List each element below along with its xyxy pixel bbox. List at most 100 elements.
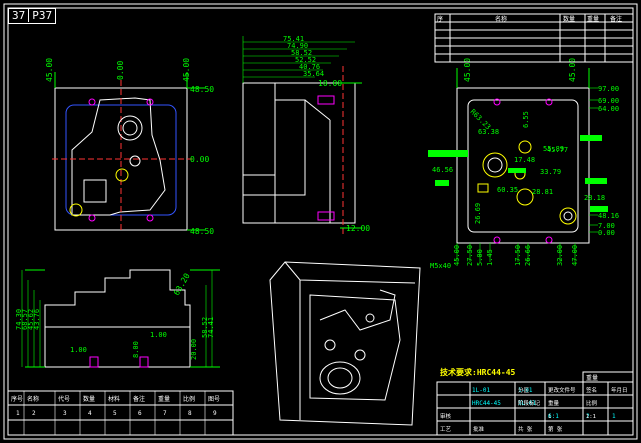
- cv-hole-4: [516, 188, 534, 206]
- sv-dim-label: 35.64: [303, 70, 324, 78]
- cv-flag-5: [508, 168, 526, 173]
- tb-l1: 1L-01: [472, 387, 490, 394]
- tl-dim-rtop: 48.50: [190, 85, 214, 94]
- cv-note-label: 28.18: [584, 194, 605, 202]
- btr-header: 序号: [11, 395, 23, 403]
- btr-header: 数量: [83, 395, 95, 403]
- btr-cell: 1: [16, 410, 20, 417]
- cv-hole-5-inner: [563, 211, 573, 221]
- cv-flag-2: [435, 180, 449, 186]
- cv-dim-label-bottom: 45.00: [453, 245, 461, 266]
- btr-cell: 7: [163, 410, 167, 417]
- tb-l2: 1-01: [518, 387, 533, 394]
- tb-cell: 第 张: [548, 425, 563, 433]
- tb-cell: 比例: [586, 399, 598, 407]
- tb-cell: 年月日: [611, 386, 628, 394]
- outer-border: [3, 3, 638, 440]
- tl-dim-left: 45.00: [45, 58, 54, 82]
- cv-note-label: 63.38: [478, 128, 499, 136]
- cv-flag-4: [580, 135, 602, 141]
- cv-dim-label-bottom: 32.00: [556, 245, 564, 266]
- cv-flag-6: [590, 206, 608, 212]
- btr-cell: 9: [213, 410, 217, 417]
- tb-cell: 阶段标记: [518, 399, 541, 407]
- trt-head-4: 备注: [610, 15, 622, 23]
- top-right-table: 序 名称 数量 重量 备注: [434, 13, 634, 63]
- trt-head-0: 序: [437, 15, 443, 23]
- sv-inner: [274, 99, 306, 196]
- tl-dim-rbot: 48.50: [190, 227, 214, 236]
- cv-pocket: [477, 183, 489, 193]
- cv-hole-big-inner: [487, 157, 503, 173]
- cv-dim-label-right: 48.16: [598, 212, 619, 220]
- top-left-view: 45.00 0.00 45.00 48.50 0.00 48.50: [45, 58, 214, 236]
- bl-dim-label: 43.76: [33, 309, 41, 330]
- tb-l3: SL-01: [518, 400, 536, 407]
- cv-dim-label-bottom: 47.00: [571, 245, 579, 266]
- bl-profile: [44, 269, 191, 368]
- btr-header: 材料: [108, 395, 120, 403]
- sheet-code: P37: [28, 9, 53, 22]
- sv-edge: [304, 99, 331, 121]
- cv-dim-label-right: 97.00: [598, 85, 619, 93]
- tl-screw-2: [146, 98, 154, 106]
- btr-cell: 6: [138, 410, 142, 417]
- cv-dim-label-bottom: 26.66: [524, 245, 532, 266]
- sv-dim-label: 74.90: [287, 42, 308, 50]
- cv-dim-label-bottom: 27.50: [466, 245, 474, 266]
- tl-bore-inner: [122, 120, 138, 136]
- iso-bore-inner: [327, 367, 353, 389]
- tb-cell: 签名: [586, 386, 597, 394]
- btr-header: 比例: [183, 395, 195, 403]
- tb-l4: HRC44-45: [472, 400, 501, 407]
- tb-cell: 1:1: [586, 414, 596, 420]
- sv-screw-bot: [317, 211, 335, 221]
- btr-header: 名称: [27, 395, 39, 403]
- tl-hole-2: [69, 203, 83, 217]
- trt-head-2: 数量: [563, 15, 575, 23]
- cv-note-label: 60.35: [497, 186, 518, 194]
- cv-note-label: M5x40: [430, 262, 451, 270]
- btr-cell: 8: [188, 410, 192, 417]
- tb-cell: 1: [548, 414, 551, 420]
- btr-header: 图号: [208, 396, 220, 403]
- iso-hole-1: [324, 339, 336, 351]
- cv-dim-label-right: 69.00: [598, 97, 619, 105]
- cv-dim-label-bottom: 5.00: [476, 249, 484, 266]
- cv-screw-2: [545, 98, 553, 106]
- cv-note-label: 17.48: [514, 156, 535, 164]
- tb-cell: 分区: [518, 386, 530, 394]
- tl-hole-y: [115, 168, 129, 182]
- iso-cavity: [309, 294, 401, 401]
- tl-dim-mid: 0.00: [116, 61, 125, 80]
- sv-dim-label: 52.52: [295, 56, 316, 64]
- cv-top-left: 45.00: [463, 58, 472, 82]
- cv-hole-big: [482, 152, 508, 178]
- cv-hole-5: [559, 207, 577, 225]
- iso-block: [269, 261, 421, 426]
- cv-note-label: 46.56: [432, 166, 453, 174]
- bl-dim-label-right: 74.41: [207, 317, 215, 338]
- tb-cell: 工艺: [440, 426, 452, 433]
- iso-bore: [319, 361, 361, 395]
- btr-cell: 2: [32, 410, 36, 417]
- sv-dim-label: 40.76: [299, 63, 320, 71]
- cv-note-label: 33.79: [540, 168, 561, 176]
- bl-screw-2: [139, 356, 149, 368]
- bl-dim-label-right: 58.52: [201, 317, 209, 338]
- bl-dim-label: 45.62: [27, 309, 35, 330]
- tb-cell: 审核: [440, 412, 452, 420]
- tb-l6: 2: [586, 413, 590, 420]
- tl-dim-rmid: 0.00: [190, 155, 209, 164]
- isometric-view: [269, 261, 421, 426]
- inner-border: [7, 7, 634, 436]
- bl-right-label: 63.20: [172, 271, 192, 297]
- tl-screw-3: [88, 214, 96, 222]
